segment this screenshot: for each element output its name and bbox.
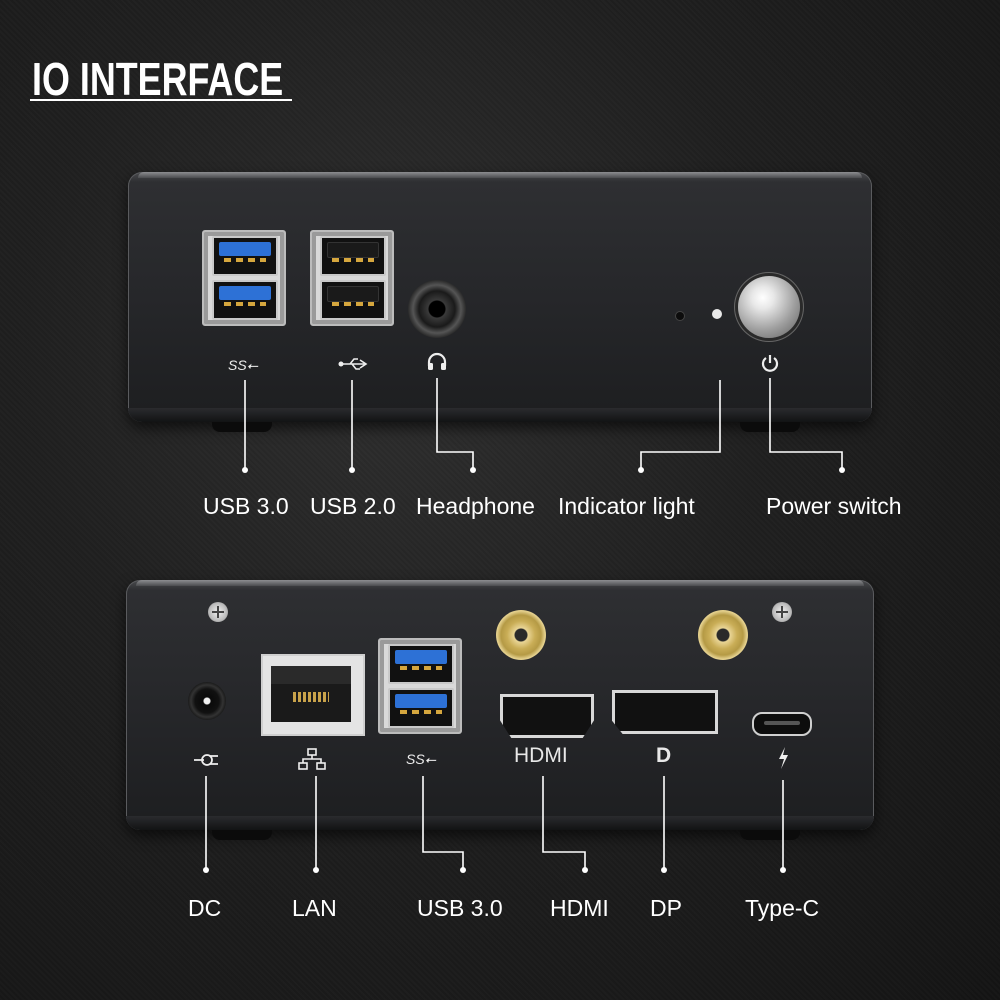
hdmi-port-text: HDMI (514, 744, 568, 767)
title-underline (30, 99, 292, 101)
indicator-light-dark (676, 312, 684, 320)
front-panel: SS⭠ (128, 172, 872, 422)
front-panel-bottom-edge (128, 408, 872, 422)
label-headphone: Headphone (416, 493, 535, 519)
usb20-port-upper[interactable] (320, 236, 386, 276)
back-usb30-port-lower[interactable] (388, 688, 454, 728)
dp-port-text: D (656, 744, 672, 767)
usb30-icon: SS⭠ (228, 357, 258, 373)
thunderbolt-icon (776, 746, 790, 774)
dc-power-icon (192, 752, 222, 772)
back-right-foot (740, 830, 800, 840)
antenna-connector-right[interactable] (698, 610, 748, 660)
back-usb30-port-upper[interactable] (388, 644, 454, 684)
usb30-port-upper[interactable] (212, 236, 278, 276)
label-lan: LAN (292, 895, 337, 921)
usb30-port-lower[interactable] (212, 280, 278, 320)
antenna-connector-left[interactable] (496, 610, 546, 660)
back-left-foot (212, 830, 272, 840)
usb20-port-lower[interactable] (320, 280, 386, 320)
label-dc: DC (188, 895, 222, 921)
label-dp: DP (650, 895, 682, 921)
back-panel-bottom-edge (126, 816, 874, 830)
back-panel: HDMI D SS⭠ (126, 580, 874, 830)
page-title: IO INTERFACE (32, 53, 284, 105)
power-icon (760, 353, 780, 377)
label-usb30-back: USB 3.0 (417, 895, 503, 921)
label-hdmi: HDMI (550, 895, 609, 921)
headphone-jack[interactable] (408, 280, 466, 338)
back-panel-top-edge (136, 580, 864, 586)
front-panel-top-edge (138, 172, 862, 178)
screw-right (772, 602, 792, 622)
label-power-switch: Power switch (766, 493, 902, 519)
type-c-port[interactable] (752, 712, 812, 736)
label-usb30-front: USB 3.0 (203, 493, 289, 519)
front-usb20-ports[interactable] (310, 230, 394, 326)
power-button[interactable] (738, 276, 800, 338)
displayport-port[interactable] (612, 690, 718, 734)
usb30-back-icon: SS⭠ (406, 751, 436, 767)
front-usb30-ports[interactable] (202, 230, 286, 326)
dc-jack[interactable] (188, 682, 226, 720)
lan-port[interactable] (261, 654, 365, 736)
label-indicator-light: Indicator light (558, 493, 695, 519)
label-usb20: USB 2.0 (310, 493, 396, 519)
headphone-icon (426, 352, 448, 376)
usb20-icon (338, 356, 370, 376)
indicator-light (712, 309, 722, 319)
screw-left (208, 602, 228, 622)
label-type-c: Type-C (745, 895, 820, 921)
front-left-foot (212, 422, 272, 432)
hdmi-port[interactable] (500, 694, 594, 738)
network-icon (298, 748, 326, 774)
front-right-foot (740, 422, 800, 432)
back-usb30-ports[interactable] (378, 638, 462, 734)
